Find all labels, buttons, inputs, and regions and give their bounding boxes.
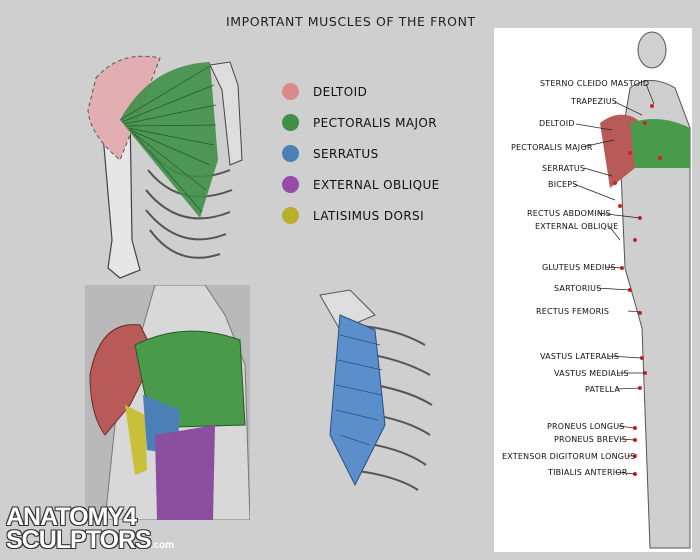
legend: DELTOID PECTORALIS MAJOR SERRATUS EXTERN…	[282, 76, 440, 231]
callout-label: SERRATUS	[542, 164, 586, 173]
callout-label: EXTERNAL OBLIQUE	[535, 222, 619, 231]
legend-item-oblique: EXTERNAL OBLIQUE	[282, 169, 440, 200]
torso-illustration	[85, 285, 250, 520]
page-title: IMPORTANT MUSCLES OF THE FRONT	[226, 14, 476, 29]
legend-item-deltoid: DELTOID	[282, 76, 440, 107]
legend-label: PECTORALIS MAJOR	[313, 115, 437, 130]
callout-label: TIBIALIS ANTERIOR	[548, 468, 628, 477]
legend-swatch	[282, 114, 299, 131]
callout-label: PATELLA	[585, 385, 621, 394]
legend-label: EXTERNAL OBLIQUE	[313, 177, 440, 192]
callout-label: PRONEUS LONGUS	[547, 422, 625, 431]
legend-swatch	[282, 145, 299, 162]
callout-label: EXTENSOR DIGITORUM LONGUS	[502, 452, 636, 461]
callout-label: DELTOID	[539, 119, 575, 128]
legend-label: SERRATUS	[313, 146, 379, 161]
callout-label: SARTORIUS	[554, 284, 602, 293]
ribcage-serratus-illustration	[319, 289, 433, 491]
callout-label: GLUTEUS MEDIUS	[542, 263, 616, 272]
callout-label: RECTUS FEMORIS	[536, 307, 610, 316]
callout-label: RECTUS ABDOMINIS	[527, 209, 611, 218]
callout-label: PRONEUS BREVIS	[554, 435, 628, 444]
callout-label: STERNO CLEIDO MASTOID	[540, 79, 650, 88]
legend-swatch	[282, 176, 299, 193]
logo-line2-text: SCULPTORS	[6, 526, 152, 554]
legend-label: DELTOID	[313, 84, 368, 99]
legend-swatch	[282, 83, 299, 100]
legend-swatch	[282, 207, 299, 224]
callout-label: VASTUS LATERALIS	[540, 352, 620, 361]
callout-label: BICEPS	[548, 180, 578, 189]
callout-label: TRAPEZIUS	[571, 97, 618, 106]
legend-item-pectoralis: PECTORALIS MAJOR	[282, 107, 440, 138]
logo-line2: SCULPTORS.com	[6, 526, 175, 557]
logo-suffix: .com	[150, 540, 175, 551]
callout-label: VASTUS MEDIALIS	[554, 369, 629, 378]
callout-label: PECTORALIS MAJOR	[511, 143, 593, 152]
full-body-figure	[600, 31, 691, 549]
logo-line1: ANATOMY4	[6, 503, 137, 531]
brand-logo: ANATOMY4 SCULPTORS.com	[6, 503, 175, 557]
legend-item-latissimus: LATISIMUS DORSI	[282, 200, 440, 231]
legend-item-serratus: SERRATUS	[282, 138, 440, 169]
legend-label: LATISIMUS DORSI	[313, 208, 425, 223]
shoulder-pectoral-illustration	[87, 55, 243, 279]
